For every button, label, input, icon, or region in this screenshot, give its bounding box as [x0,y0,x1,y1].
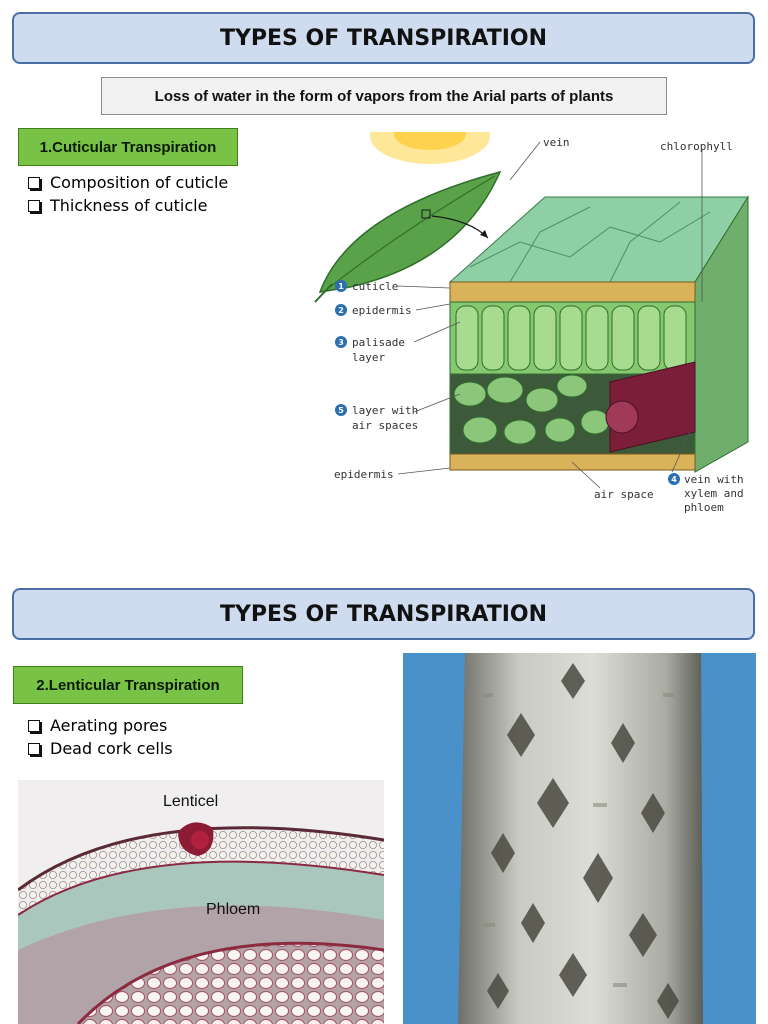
cuticular-bullet-list: Composition of cuticle Thickness of cuti… [28,171,228,217]
leaf-icon [318,170,502,293]
slide1-title: TYPES OF TRANSPIRATION [12,12,755,64]
list-item: Dead cork cells [28,737,173,760]
lenticular-transpiration-label: 2.Lenticular Transpiration [13,666,243,704]
label-vein: vein [543,136,570,149]
marker-number: 3 [338,338,344,347]
marker-number: 4 [671,475,677,484]
bullet-text: Dead cork cells [50,739,173,758]
list-item: Composition of cuticle [28,171,228,194]
list-item: Aerating pores [28,714,173,737]
label-air-space: air space [594,488,654,501]
bullet-text: Composition of cuticle [50,173,229,192]
cuticular-transpiration-label: 1.Cuticular Transpiration [18,128,238,166]
label-palisade: palisade [352,336,405,349]
label-vein-xylem-3: phloem [684,501,724,514]
checkbox-bullet-icon [28,742,40,755]
label-palisade-2: layer [352,351,385,364]
label-cuticle: cuticle [352,280,398,293]
checkbox-bullet-icon [28,176,40,189]
label-air-layer: layer with [352,404,418,417]
marker-number: 5 [338,406,344,415]
label-air-layer-2: air spaces [352,419,418,432]
leaf-cross-section-diagram: 1 2 3 5 4 vein chlorophyll cuticle epide… [310,132,758,520]
marker-number: 2 [338,306,344,315]
bullet-text: Aerating pores [50,716,168,735]
label-vein-xylem-2: xylem and [684,487,744,500]
label-vein-xylem: vein with [684,473,744,486]
label-lenticel: Lenticel [163,793,218,810]
label-epidermis-bottom: epidermis [334,468,394,481]
tree-bark-photo [403,653,756,1024]
checkbox-bullet-icon [28,199,40,212]
label-epidermis-top: epidermis [352,304,412,317]
definition-box: Loss of water in the form of vapors from… [101,77,667,115]
list-item: Thickness of cuticle [28,194,228,217]
lenticel-micrograph: Lenticel Phloem [18,780,384,1024]
label-chlorophyll: chlorophyll [660,140,733,153]
slide2-title: TYPES OF TRANSPIRATION [12,588,755,640]
label-phloem: Phloem [206,901,260,918]
marker-number: 1 [338,282,344,291]
checkbox-bullet-icon [28,719,40,732]
lenticular-bullet-list: Aerating pores Dead cork cells [28,714,173,760]
bullet-text: Thickness of cuticle [50,196,208,215]
